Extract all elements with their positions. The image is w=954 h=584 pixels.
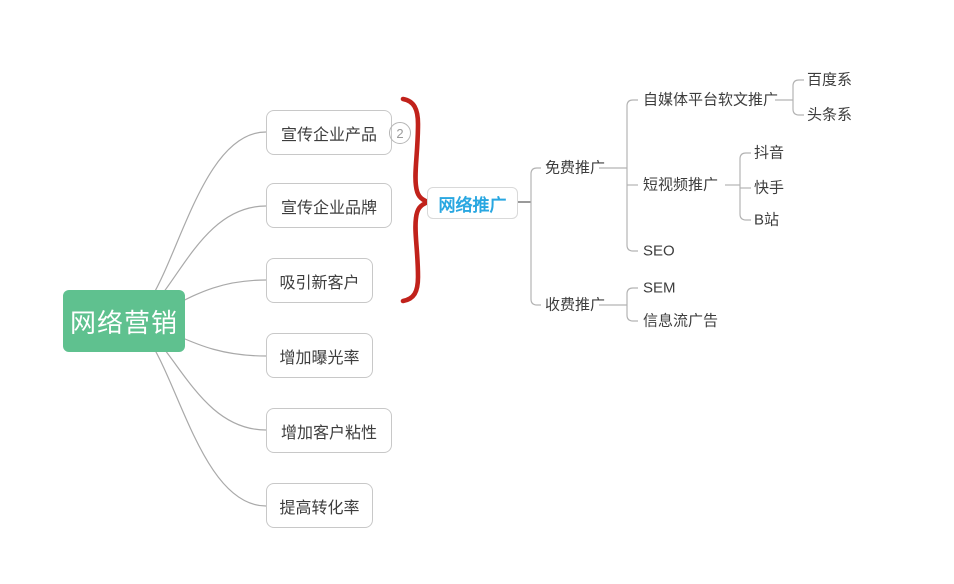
node-label: B站 <box>754 211 780 229</box>
media-bracket <box>775 79 804 116</box>
node-label: 信息流广告 <box>643 312 719 330</box>
node-label: 抖音 <box>754 144 785 162</box>
connector-media-children <box>792 79 804 116</box>
node-goal-label: 宣传企业产品 <box>280 126 377 144</box>
node-baidu-family[interactable]: 百度系 <box>807 73 852 88</box>
node-label: 快手 <box>754 179 785 197</box>
node-label: 收费推广 <box>545 296 606 314</box>
node-goal-conversion-rate[interactable]: 提高转化率 <box>266 483 373 528</box>
node-short-video[interactable]: 短视频推广 <box>643 178 718 193</box>
node-goal-label: 提高转化率 <box>279 499 360 517</box>
node-label: SEM <box>643 279 676 297</box>
node-label: 百度系 <box>807 71 853 89</box>
node-goal-promote-brand[interactable]: 宣传企业品牌 <box>266 183 392 228</box>
node-root[interactable]: 网络营销 <box>63 290 185 352</box>
node-goal-label: 吸引新客户 <box>279 274 360 292</box>
node-goal-label: 宣传企业品牌 <box>280 199 377 217</box>
node-goal-label: 增加曝光率 <box>279 349 360 367</box>
node-douyin[interactable]: 抖音 <box>754 146 784 161</box>
video-bracket <box>725 152 751 221</box>
node-self-media-softtext[interactable]: 自媒体平台软文推广 <box>643 93 778 108</box>
node-sem[interactable]: SEM <box>643 281 676 296</box>
connector-free-children <box>626 99 638 252</box>
node-label: 免费推广 <box>545 159 606 177</box>
node-toutiao-family[interactable]: 头条系 <box>807 108 852 123</box>
node-root-label: 网络营销 <box>69 307 178 338</box>
node-goal-customer-stickiness[interactable]: 增加客户粘性 <box>266 408 392 453</box>
node-label: 短视频推广 <box>643 176 719 194</box>
connector-hub-children <box>530 167 541 306</box>
hub-bracket <box>518 167 541 306</box>
node-goal-promote-products[interactable]: 宣传企业产品 <box>266 110 392 155</box>
node-bilibili[interactable]: B站 <box>754 213 779 228</box>
brace-count-badge[interactable]: 2 <box>389 122 411 144</box>
node-goal-attract-customers[interactable]: 吸引新客户 <box>266 258 373 303</box>
node-label: 自媒体平台软文推广 <box>643 91 779 109</box>
node-hub-label: 网络推广 <box>438 195 507 215</box>
node-goal-label: 增加客户粘性 <box>280 424 377 442</box>
node-hub-network-promotion[interactable]: 网络推广 <box>427 187 518 219</box>
brace-count-label: 2 <box>396 125 404 141</box>
connector-video-children <box>739 152 751 221</box>
node-free-promotion[interactable]: 免费推广 <box>545 161 605 176</box>
node-seo[interactable]: SEO <box>643 244 675 259</box>
node-label: SEO <box>643 242 675 260</box>
node-kuaishou[interactable]: 快手 <box>754 181 784 196</box>
connector-paid-children <box>626 287 638 322</box>
node-feed-ads[interactable]: 信息流广告 <box>643 314 718 329</box>
node-goal-increase-exposure[interactable]: 增加曝光率 <box>266 333 373 378</box>
node-paid-promotion[interactable]: 收费推广 <box>545 298 605 313</box>
node-label: 头条系 <box>807 106 853 124</box>
